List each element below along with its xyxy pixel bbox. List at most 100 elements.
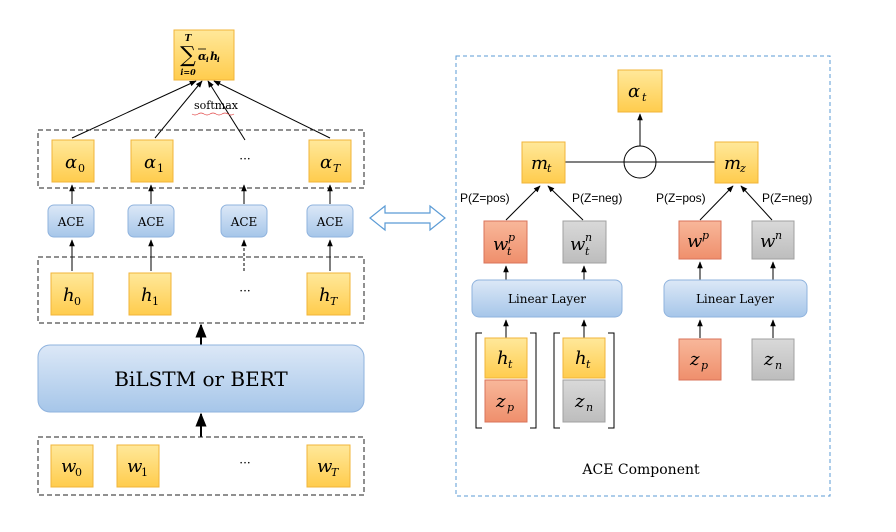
sum-h-index: i bbox=[217, 55, 220, 64]
svg-text:t: t bbox=[586, 358, 591, 371]
w-box-0: w 0 bbox=[50, 444, 94, 488]
p-neg-label-right: P(Z=neg) bbox=[762, 191, 812, 205]
ace-box-T: ACE bbox=[306, 204, 354, 238]
svg-text:z: z bbox=[689, 349, 700, 370]
svg-text:w: w bbox=[570, 234, 586, 255]
svg-text:ACE: ACE bbox=[137, 215, 165, 229]
probability-arrows bbox=[505, 185, 773, 221]
svg-text:p: p bbox=[701, 359, 708, 372]
svg-text:w: w bbox=[127, 456, 143, 477]
svg-text:1: 1 bbox=[157, 162, 164, 175]
alpha-ellipsis: ··· bbox=[239, 152, 250, 166]
w-box-T: w T bbox=[306, 444, 351, 488]
sum-lower-limit: i=0 bbox=[180, 67, 196, 77]
spellcheck-underline bbox=[191, 112, 235, 116]
sum-alpha-index: i bbox=[206, 55, 209, 64]
encoder-label: BiLSTM or BERT bbox=[114, 367, 288, 391]
svg-text:0: 0 bbox=[75, 466, 82, 479]
svg-text:Linear Layer: Linear Layer bbox=[696, 292, 774, 306]
p-neg-label-left: P(Z=neg) bbox=[572, 191, 622, 205]
h-t-box-left: h t bbox=[484, 337, 528, 379]
svg-text:z: z bbox=[739, 162, 746, 175]
word-container bbox=[37, 436, 365, 496]
p-pos-label-left: P(Z=pos) bbox=[460, 191, 510, 205]
ace-box-0: ACE bbox=[47, 204, 95, 238]
linear-layer-left: Linear Layer bbox=[471, 279, 623, 318]
ace-box-1: ACE bbox=[127, 204, 175, 238]
svg-text:h: h bbox=[63, 285, 75, 306]
w-t-p-box: w p t bbox=[483, 220, 528, 264]
alpha-box-0: α 0 bbox=[51, 139, 95, 183]
svg-text:h: h bbox=[497, 348, 509, 369]
svg-text:z: z bbox=[574, 391, 585, 412]
encoder-box: BiLSTM or BERT bbox=[37, 344, 365, 413]
svg-text:T: T bbox=[330, 295, 339, 308]
svg-text:w: w bbox=[493, 234, 509, 255]
svg-text:Linear Layer: Linear Layer bbox=[508, 292, 586, 306]
alpha-container bbox=[37, 129, 365, 189]
z-n-box-right: z n bbox=[751, 338, 795, 381]
svg-text:T: T bbox=[331, 466, 340, 479]
input-to-linear-arrows bbox=[503, 319, 776, 338]
svg-text:n: n bbox=[775, 229, 782, 242]
m-t-box: m t bbox=[521, 141, 566, 184]
svg-text:1: 1 bbox=[141, 466, 148, 479]
sum-h: h bbox=[210, 50, 218, 63]
svg-text:h: h bbox=[141, 285, 153, 306]
svg-text:α: α bbox=[65, 152, 77, 173]
w-p-box: w p bbox=[678, 220, 722, 260]
svg-text:h: h bbox=[319, 285, 331, 306]
sum-upper-limit: T bbox=[185, 34, 193, 44]
svg-text:z: z bbox=[763, 349, 774, 370]
svg-text:z: z bbox=[495, 391, 506, 412]
svg-text:α: α bbox=[628, 81, 640, 102]
svg-text:h: h bbox=[575, 348, 587, 369]
ace-component-panel bbox=[455, 55, 831, 497]
svg-text:t: t bbox=[508, 358, 513, 371]
svg-text:n: n bbox=[586, 401, 593, 414]
svg-text:w: w bbox=[61, 456, 77, 477]
w-t-n-box: w n t bbox=[562, 220, 607, 264]
w-n-box: w n bbox=[751, 220, 795, 260]
svg-text:t: t bbox=[507, 245, 512, 258]
concat-brackets bbox=[475, 332, 615, 429]
double-arrow-icon bbox=[369, 204, 446, 232]
svg-text:0: 0 bbox=[74, 295, 81, 308]
ace-to-alpha-arrows bbox=[69, 184, 333, 204]
linear-to-weight-arrows bbox=[503, 261, 776, 280]
svg-text:α: α bbox=[144, 152, 156, 173]
alpha-box-1: α 1 bbox=[130, 139, 174, 183]
hidden-state-container bbox=[37, 256, 365, 324]
svg-text:ACE: ACE bbox=[57, 215, 85, 229]
z-n-box-left: z n bbox=[562, 379, 606, 423]
svg-text:ACE: ACE bbox=[316, 215, 344, 229]
h-box-0: h 0 bbox=[50, 272, 94, 316]
sigma-symbol: ∑ bbox=[180, 43, 196, 68]
weighted-sum-box: ∑ T i=0 α i h i bbox=[173, 29, 235, 81]
svg-text:w: w bbox=[317, 456, 333, 477]
h-t-box-right: h t bbox=[562, 337, 606, 379]
z-p-box-left: z p bbox=[484, 379, 528, 423]
svg-text:1: 1 bbox=[152, 295, 159, 308]
svg-text:w: w bbox=[687, 231, 703, 252]
svg-text:m: m bbox=[724, 153, 741, 174]
ace-box-2: ACE bbox=[220, 204, 268, 238]
svg-text:w: w bbox=[760, 231, 776, 252]
svg-text:n: n bbox=[585, 231, 592, 244]
softmax-label: softmax bbox=[194, 99, 239, 112]
h-to-ace-arrows bbox=[69, 239, 333, 271]
linear-layer-right: Linear Layer bbox=[663, 279, 808, 318]
w-box-1: w 1 bbox=[116, 444, 160, 488]
svg-text:p: p bbox=[702, 229, 709, 242]
svg-text:n: n bbox=[775, 359, 782, 372]
h-ellipsis: ··· bbox=[239, 284, 250, 298]
z-p-box-right: z p bbox=[678, 338, 722, 381]
svg-text:ACE: ACE bbox=[230, 215, 258, 229]
alpha-t-box: α t bbox=[617, 69, 663, 113]
h-box-T: h T bbox=[306, 272, 351, 316]
sum-alpha: α bbox=[198, 50, 207, 63]
svg-text:T: T bbox=[333, 162, 342, 175]
svg-text:α: α bbox=[320, 152, 332, 173]
alpha-box-T: α T bbox=[308, 139, 352, 183]
